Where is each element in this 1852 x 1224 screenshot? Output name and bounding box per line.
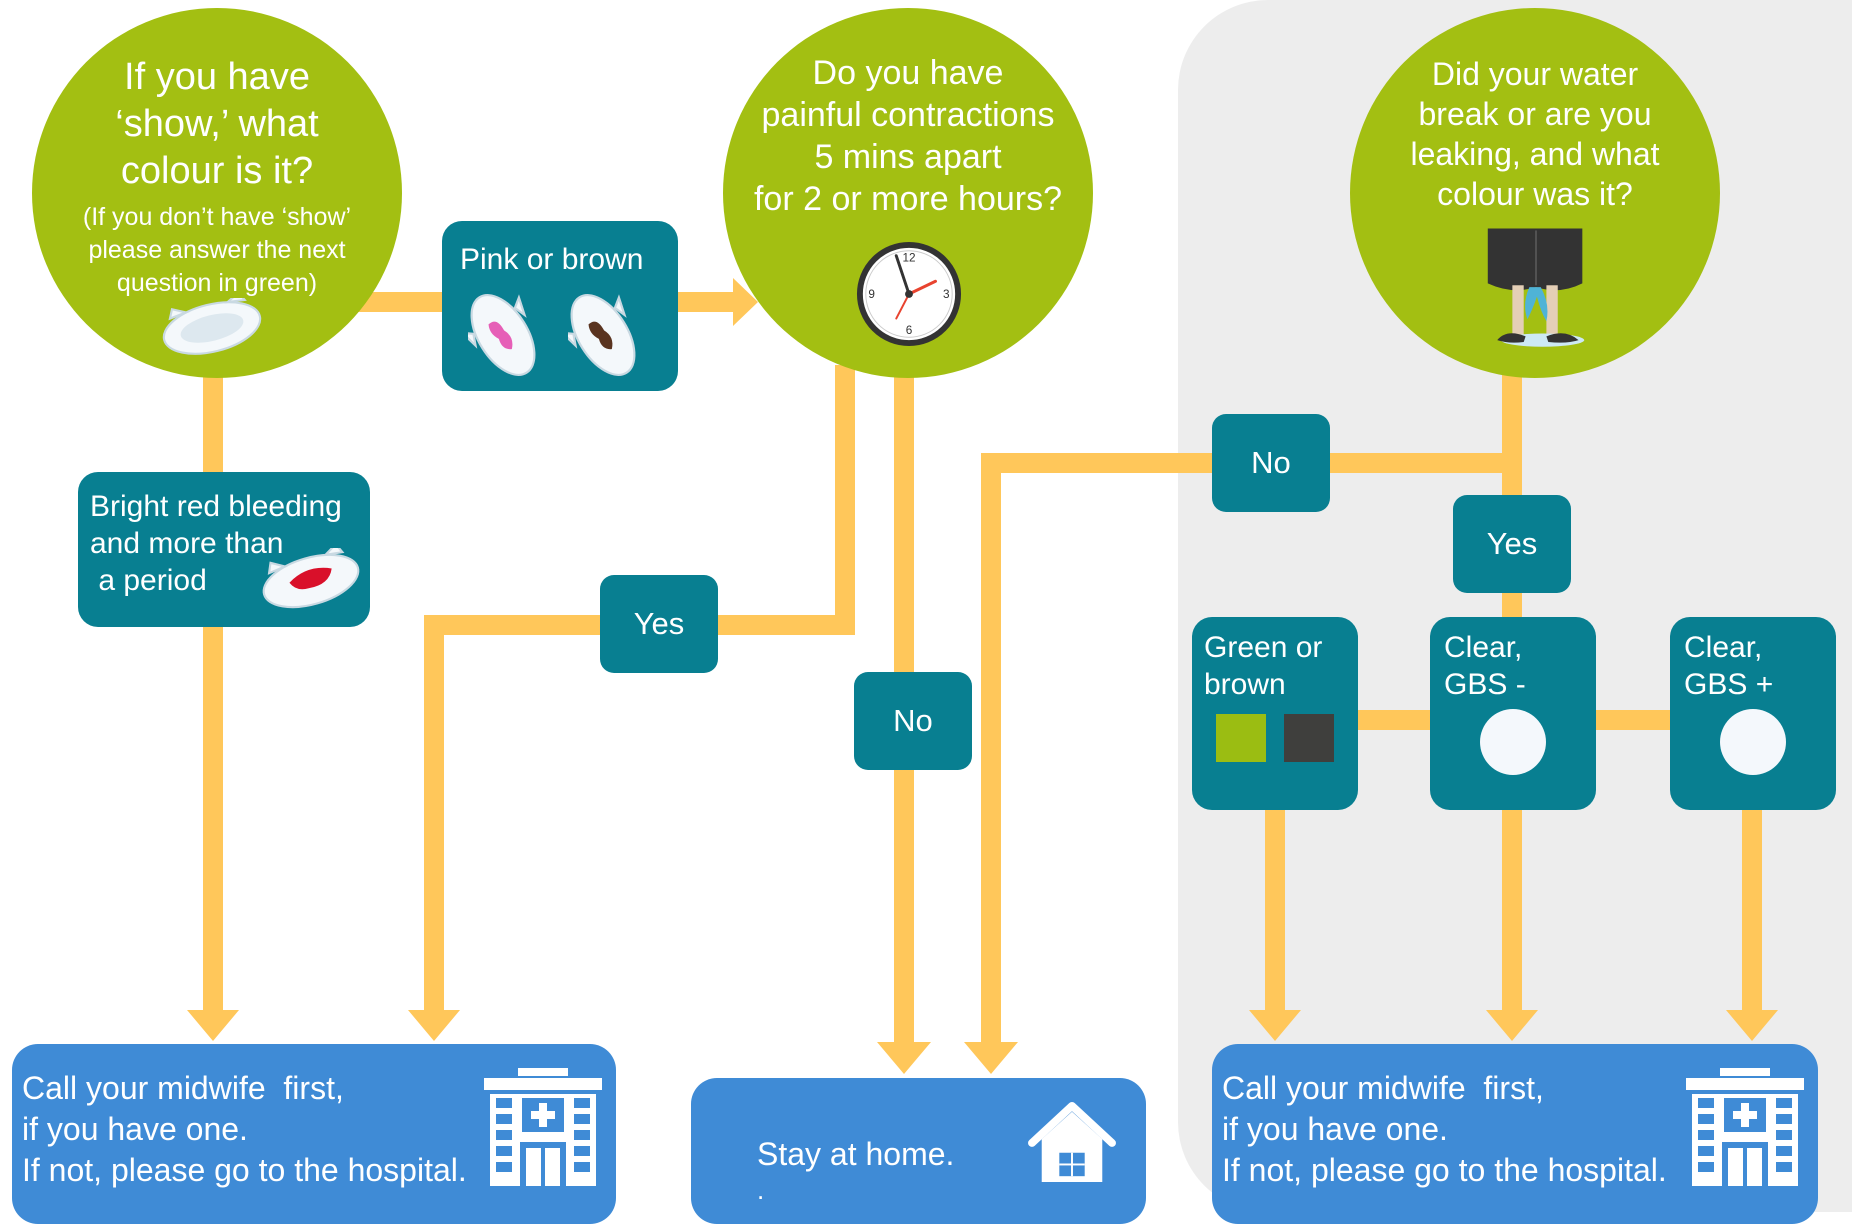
hospital-icon — [484, 1068, 602, 1186]
question-contractions-line-3: 5 mins apart — [814, 138, 1002, 176]
answer-bright-red-line-1: Bright red bleeding — [90, 490, 342, 523]
arrowhead-into-contractions — [733, 278, 758, 326]
yes-contractions-box: Yes — [600, 575, 718, 673]
hospital-icon — [1686, 1068, 1804, 1186]
arrowhead-hospital-right-a — [1249, 1010, 1301, 1041]
house-icon — [1028, 1101, 1116, 1183]
question-show-line-2: ‘show,’ what — [115, 103, 319, 145]
question-waters-line-2: break or are you — [1418, 96, 1652, 132]
outcome-hospital-right-line-1: Call your midwife first, — [1222, 1070, 1544, 1106]
svg-text:6: 6 — [906, 324, 913, 337]
clear-sample-icon — [1720, 709, 1786, 775]
svg-text:9: 9 — [868, 288, 875, 301]
arrowhead-hospital-right-b — [1486, 1010, 1538, 1041]
question-waters-line-4: colour was it? — [1437, 176, 1633, 212]
no-contractions-box: No — [854, 672, 972, 770]
brown-pad-icon — [568, 294, 636, 376]
connector-yes-to-hospital — [424, 615, 610, 1012]
answer-clear-gbs-negative: Clear, GBS - — [1430, 617, 1596, 810]
arrowhead-hospital-left-a — [187, 1010, 239, 1041]
outcome-stay-home-line-2: . — [757, 1175, 765, 1205]
answer-clear-gbs-positive: Clear, GBS + — [1670, 617, 1836, 810]
answer-clear-gbs-positive-line-2: GBS + — [1684, 668, 1774, 701]
arrowhead-hospital-left-b — [408, 1010, 460, 1041]
arrowhead-home-a — [877, 1042, 931, 1074]
answer-bright-red-line-3: a period — [90, 564, 207, 597]
answer-clear-gbs-positive-line-1: Clear, — [1684, 631, 1763, 664]
answer-green-brown-line-2: brown — [1204, 668, 1286, 701]
question-contractions-line-2: painful contractions — [761, 96, 1055, 134]
clear-sample-icon — [1480, 709, 1546, 775]
answer-green-brown: Green or brown — [1192, 617, 1358, 810]
answer-pink-brown-label: Pink or brown — [460, 243, 644, 276]
pink-pad-icon — [468, 294, 536, 376]
brown-swatch — [1284, 714, 1334, 762]
clock-icon: 12 3 6 9 — [856, 241, 962, 347]
outcome-hospital-left-line-2: if you have one. — [22, 1111, 248, 1147]
sanitary-pad-icon — [162, 298, 262, 355]
outcome-stay-home: Stay at home. . — [691, 1078, 1146, 1224]
answer-clear-gbs-negative-line-2: GBS - — [1444, 668, 1526, 701]
outcome-hospital-right-line-3: If not, please go to the hospital. — [1222, 1152, 1667, 1188]
outcome-stay-home-line-1: Stay at home. — [757, 1136, 955, 1172]
answer-clear-gbs-negative-line-1: Clear, — [1444, 631, 1523, 664]
answer-bright-red-line-2: and more than — [90, 527, 284, 560]
outcome-hospital-right-line-2: if you have one. — [1222, 1111, 1448, 1147]
outcome-hospital-left-line-3: If not, please go to the hospital. — [22, 1152, 467, 1188]
connector-contractions-to-yes — [715, 365, 855, 635]
question-contractions-line-4: for 2 or more hours? — [753, 180, 1063, 218]
question-show-note-2: please answer the next — [88, 236, 346, 264]
red-pad-icon — [262, 548, 360, 609]
outcome-hospital-left-line-1: Call your midwife first, — [22, 1070, 344, 1106]
answer-bright-red: Bright red bleeding and more than a peri… — [78, 472, 370, 627]
arrowhead-home-b — [964, 1042, 1018, 1074]
svg-text:12: 12 — [902, 252, 915, 265]
question-contractions-line-1: Do you have — [812, 54, 1004, 92]
question-show: If you have ‘show,’ what colour is it? (… — [32, 8, 402, 378]
answer-pink-brown: Pink or brown — [442, 221, 678, 391]
yes-waters-box: Yes — [1453, 495, 1571, 593]
arrowhead-hospital-right-c — [1726, 1010, 1778, 1041]
green-swatch — [1216, 714, 1266, 762]
question-show-note-3: question in green) — [116, 269, 318, 297]
question-waters-line-1: Did your water — [1431, 56, 1639, 92]
connector-waters-no-to-home — [981, 453, 1218, 1042]
question-show-note-1: (If you don’t have ‘show’ — [82, 203, 352, 231]
svg-text:3: 3 — [943, 288, 950, 301]
question-waters: Did your water break or are you leaking,… — [1350, 8, 1720, 378]
question-show-line-1: If you have — [124, 56, 310, 98]
question-show-line-3: colour is it? — [120, 150, 314, 192]
no-waters-box: No — [1212, 414, 1330, 512]
question-waters-line-3: leaking, and what — [1410, 136, 1660, 172]
answer-green-brown-line-1: Green or — [1204, 631, 1323, 664]
waters-breaking-icon — [1487, 228, 1585, 347]
